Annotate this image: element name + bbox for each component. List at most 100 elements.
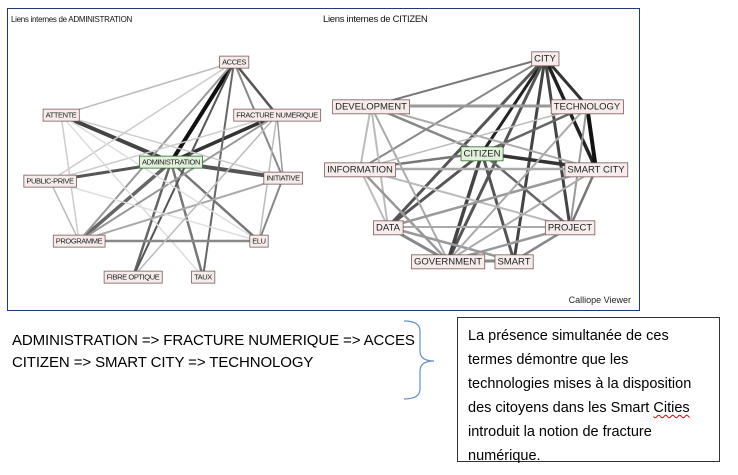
administration-node-box: [233, 108, 322, 122]
citizen-node-label: SMART: [497, 256, 530, 267]
administration-node-label: FIBRE OPTIQUE: [107, 273, 160, 282]
administration-node-acces[interactable]: ACCES: [219, 55, 250, 69]
citizen-node-citizen[interactable]: CITIZEN: [460, 146, 504, 162]
citizen-node-box: [544, 220, 596, 236]
administration-node-label: FRACTURE NUMERIQUE: [236, 111, 318, 120]
note-line: des citoyens dans les Smart Cities: [468, 396, 711, 420]
citizen-node-city[interactable]: CITY: [531, 51, 560, 67]
citizen-node-label: TECHNOLOGY: [554, 101, 621, 112]
citizen-edge: [359, 105, 372, 170]
administration-node-label: TAUX: [194, 273, 212, 282]
administration-node-label: ATTENTE: [46, 111, 77, 120]
right-graph-title: Liens internes de CITIZEN: [323, 14, 428, 25]
administration-node-initiative[interactable]: INITIATIVE: [263, 171, 303, 185]
note-line: introduit la notion de fracture: [468, 424, 652, 440]
citizen-node-box: [460, 146, 504, 162]
left-graph-title: Liens internes de ADMINISTRATION: [11, 15, 132, 24]
administration-edge: [232, 60, 279, 117]
citizen-node-box: [564, 162, 629, 178]
viewer-footer: Calliope Viewer: [568, 295, 631, 305]
citizen-node-label: DEVELOPMENT: [335, 101, 407, 112]
citizen-edge: [480, 151, 572, 229]
citizen-edge: [447, 168, 597, 262]
administration-edge: [49, 114, 278, 182]
citizen-edge: [543, 56, 572, 229]
citizen-node-box: [332, 99, 410, 115]
administration-edge: [60, 114, 204, 278]
administration-edge: [60, 114, 284, 179]
chain-line-administration: ADMINISTRATION => FRACTURE NUMERIQUE => …: [12, 332, 415, 349]
citizen-edge: [447, 105, 588, 262]
administration-node-label: PUBLIC-PRIVE: [26, 177, 74, 186]
citizen-node-development[interactable]: DEVELOPMENT: [332, 99, 410, 115]
citizen-edge: [359, 105, 588, 170]
note-line-text: des citoyens dans les Smart: [468, 400, 654, 416]
administration-edge: [60, 61, 235, 116]
administration-edge: [169, 160, 261, 243]
administration-node-label: ACCES: [222, 58, 246, 67]
citizen-edge: [359, 168, 389, 228]
citizen-node-box: [411, 254, 486, 270]
administration-node-label: ELU: [252, 237, 265, 246]
administration-node-box: [263, 171, 303, 185]
citizen-node-box: [494, 254, 534, 270]
citizen-node-box: [373, 220, 404, 236]
citizen-edge: [358, 167, 450, 263]
chain-lines: ADMINISTRATION => FRACTURE NUMERIQUE => …: [12, 330, 415, 374]
explanation-note: La présence simultanée de ces termes dém…: [457, 317, 720, 464]
administration-node-administration[interactable]: ADMINISTRATION: [139, 155, 203, 169]
citizen-node-smart[interactable]: SMART: [494, 254, 534, 270]
administration-node-elu[interactable]: ELU: [249, 234, 269, 248]
administration-node-label: INITIATIVE: [266, 174, 300, 183]
administration-node-box: [219, 55, 250, 69]
chain-line-citizen: CITIZEN => SMART CITY => TECHNOLOGY: [12, 354, 314, 371]
administration-node-box: [249, 234, 269, 248]
administration-edge: [49, 180, 80, 242]
administration-node-box: [52, 234, 106, 248]
citizen-edge: [585, 104, 598, 171]
administration-edge: [169, 160, 205, 279]
administration-edge: [60, 114, 260, 242]
citizen-node-project[interactable]: PROJECT: [544, 220, 596, 236]
citizen-node-technology[interactable]: TECHNOLOGY: [550, 99, 624, 115]
administration-node-box: [23, 174, 77, 188]
administration-node-box: [139, 155, 203, 169]
citizen-node-smart-city[interactable]: SMART CITY: [564, 162, 629, 178]
administration-node-box: [42, 108, 80, 122]
administration-node-programme[interactable]: PROGRAMME: [52, 234, 106, 248]
administration-edge: [132, 114, 278, 278]
citizen-edge: [359, 57, 546, 170]
citizen-node-box: [531, 51, 560, 67]
note-line: numérique.: [468, 448, 541, 464]
administration-edge: [258, 177, 284, 242]
administration-edge: [78, 61, 235, 242]
administration-node-fibre-optique[interactable]: FIBRE OPTIQUE: [103, 270, 163, 284]
citizen-edge: [386, 225, 516, 263]
administration-node-label: PROGRAMME: [56, 237, 103, 246]
citizen-edge: [386, 167, 598, 229]
citizen-node-data[interactable]: DATA: [373, 220, 404, 236]
administration-node-box: [103, 270, 163, 284]
citizen-node-label: GOVERNMENT: [414, 256, 482, 267]
note-line: technologies mises à la disposition: [468, 376, 692, 392]
administration-node-public-prive[interactable]: PUBLIC-PRIVE: [23, 174, 77, 188]
administration-node-attente[interactable]: ATTENTE: [42, 108, 80, 122]
administration-edge: [78, 177, 284, 242]
administration-node-fracture-numerique[interactable]: FRACTURE NUMERIQUE: [233, 108, 322, 122]
citizen-node-information[interactable]: INFORMATION: [324, 162, 396, 178]
citizen-node-box: [550, 99, 624, 115]
citizen-edge: [386, 56, 547, 229]
citizen-node-label: SMART CITY: [567, 164, 625, 175]
administration-node-label: ADMINISTRATION: [142, 158, 200, 167]
citizen-edge: [446, 151, 484, 263]
citizen-node-box: [324, 162, 396, 178]
note-line: termes démontre que les: [468, 352, 629, 368]
administration-node-taux[interactable]: TAUX: [191, 270, 216, 284]
administration-edge: [49, 180, 260, 242]
administration-edge: [169, 60, 236, 164]
administration-edge: [78, 114, 278, 242]
note-line: La présence simultanée de ces: [468, 328, 669, 344]
note-misspelled-word: Cities: [653, 400, 690, 416]
citizen-node-label: CITY: [534, 53, 556, 64]
citizen-node-government[interactable]: GOVERNMENT: [411, 254, 486, 270]
